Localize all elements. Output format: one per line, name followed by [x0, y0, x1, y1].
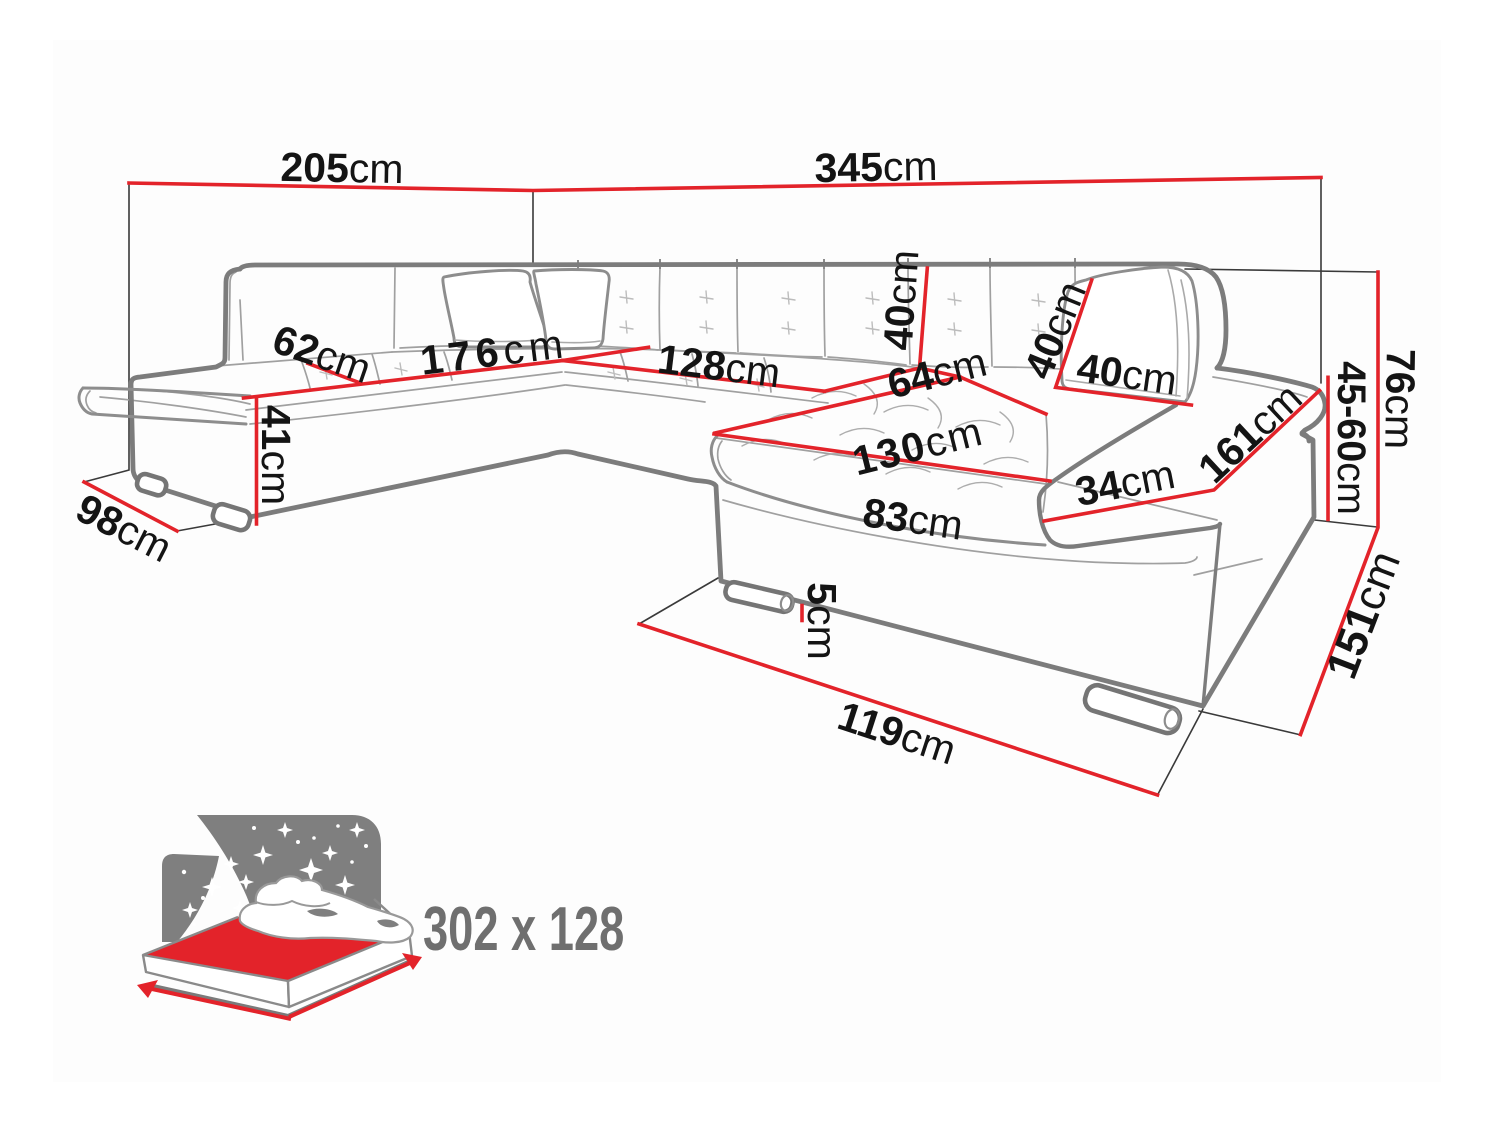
svg-text:83cm: 83cm	[860, 489, 966, 549]
svg-text:302 x 128: 302 x 128	[423, 894, 624, 964]
svg-text:40cm: 40cm	[875, 248, 928, 351]
svg-text:45-60cm: 45-60cm	[1329, 361, 1373, 515]
svg-text:205cm: 205cm	[280, 144, 404, 192]
svg-text:5cm: 5cm	[799, 582, 845, 659]
svg-text:76cm: 76cm	[1376, 348, 1424, 449]
svg-text:128cm: 128cm	[655, 336, 783, 397]
svg-text:40cm: 40cm	[1074, 344, 1180, 404]
svg-text:64cm: 64cm	[883, 339, 991, 408]
svg-text:34cm: 34cm	[1071, 451, 1178, 515]
svg-text:176cm: 176cm	[418, 320, 571, 384]
svg-text:41cm: 41cm	[253, 405, 299, 505]
svg-text:345cm: 345cm	[814, 143, 938, 191]
